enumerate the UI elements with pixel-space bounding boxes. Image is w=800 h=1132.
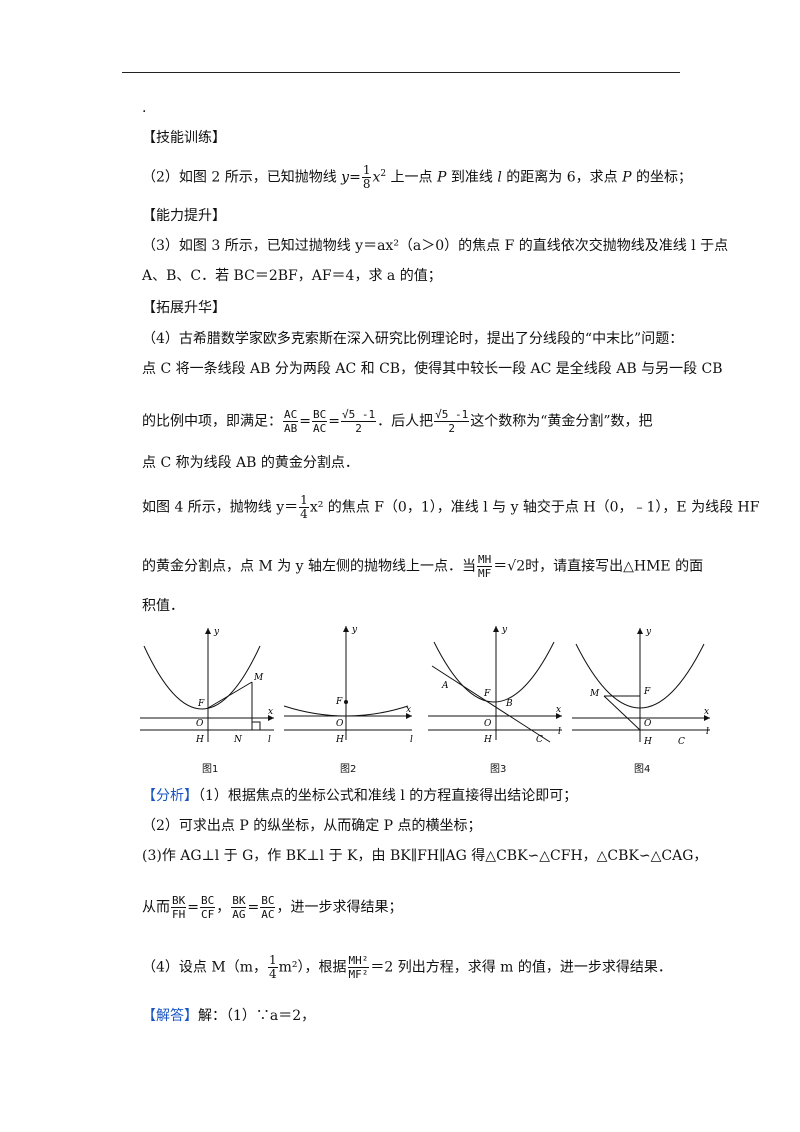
figure-4: y x F O H M C l 图4: [572, 622, 718, 775]
figure-3: y x F O H A B C l 图3: [428, 622, 568, 775]
figure-4-label-l: l: [706, 727, 709, 737]
figure-3-label-h: H: [483, 735, 492, 745]
answer-tag: 【解答】: [142, 1008, 198, 1024]
figure-3-label-f: F: [483, 689, 491, 699]
figure-1-label-o: O: [196, 719, 204, 729]
analysis-line1: 【分析】（1）根据焦点的坐标公式和准线 l 的方程直接得出结论即可；: [142, 788, 578, 804]
figure-3-label-o: O: [484, 719, 492, 729]
figure-3-label-y: y: [501, 625, 508, 635]
figure-1-label-n: N: [233, 735, 243, 745]
figure-3-caption: 图3: [490, 764, 507, 775]
figure-1-caption: 图1: [202, 764, 219, 775]
figure-1-diagram: y x F O H N l M: [140, 627, 274, 745]
figure-2-label-x: x: [406, 705, 411, 715]
figure-2-label-f: F: [335, 697, 343, 707]
figure-3-label-x: x: [556, 705, 561, 715]
figure-4-label-h: H: [643, 737, 652, 747]
figure-4-label-c: C: [678, 737, 685, 747]
question-4-line2: 点 C 将一条线段 AB 分为两段 AC 和 CB，使得其中较长一段 AC 是全…: [142, 361, 723, 377]
figure-2: y x F O H l 图2: [283, 622, 424, 775]
header-dot: .: [142, 100, 147, 116]
section-skill: 【技能训练】: [142, 130, 226, 146]
figure-4-label-o: O: [644, 719, 652, 729]
figure-1-label-l: l: [268, 735, 271, 745]
figure-3-diagram: y x F O H A B C l: [428, 625, 562, 745]
figure-3-label-c: C: [536, 735, 543, 745]
analysis-tag: 【分析】: [142, 788, 198, 804]
figure-1-label-x: x: [268, 707, 273, 717]
figure-4-diagram: y x F O H M C l: [572, 627, 710, 747]
figure-2-label-o: O: [336, 719, 344, 729]
figure-1-label-y: y: [213, 627, 220, 637]
figure-2-caption: 图2: [340, 764, 357, 775]
question-4-line1: （4）古希腊数学家欧多克索斯在深入研究比例理论时，提出了分线段的“中末比”问题：: [142, 331, 684, 347]
figure-4-label-x: x: [704, 707, 709, 717]
figure-2-diagram: y x F O H l: [283, 625, 413, 745]
question-4-line4: 点 C 称为线段 AB 的黄金分割点．: [142, 455, 359, 471]
figure-4-label-f: F: [643, 687, 651, 697]
figure-1: y x F O H N l M 图1: [140, 622, 280, 775]
figure-1-label-m: M: [253, 673, 264, 683]
header-rule: [122, 72, 680, 73]
section-ability: 【能力提升】: [142, 208, 226, 224]
figure-2-label-l: l: [410, 735, 413, 745]
figure-4-label-y: y: [645, 627, 652, 637]
figures-row: y x F O H N l M 图1 y x F O H l 图2: [140, 622, 720, 782]
figure-2-label-y: y: [351, 625, 358, 635]
analysis-line2: （2）可求出点 P 的纵坐标，从而确定 P 点的横坐标；: [142, 818, 482, 834]
question-3-line2: A、B、C．若 BC＝2BF，AF＝4，求 a 的值；: [142, 268, 442, 284]
figure-4-label-m: M: [589, 689, 600, 699]
figure-3-label-a: A: [441, 681, 449, 691]
analysis-line3: (3)作 AG⊥l 于 G，作 BK⊥l 于 K，由 BK∥FH∥AG 得△CB…: [142, 848, 708, 864]
figure-1-label-f: F: [197, 699, 205, 709]
figure-2-label-h: H: [335, 735, 344, 745]
figure-1-label-h: H: [195, 735, 204, 745]
figure-3-label-l: l: [558, 727, 561, 737]
section-extend: 【拓展升华】: [142, 300, 226, 316]
answer-line1: 【解答】解：（1）∵a＝2，: [142, 1008, 316, 1024]
question-4-line7: 积值．: [142, 598, 184, 614]
question-3-line1: （3）如图 3 所示，已知过抛物线 y＝ax²（a＞0）的焦点 F 的直线依次交…: [142, 238, 729, 254]
figure-4-caption: 图4: [634, 764, 651, 775]
figure-3-label-b: B: [505, 699, 513, 709]
